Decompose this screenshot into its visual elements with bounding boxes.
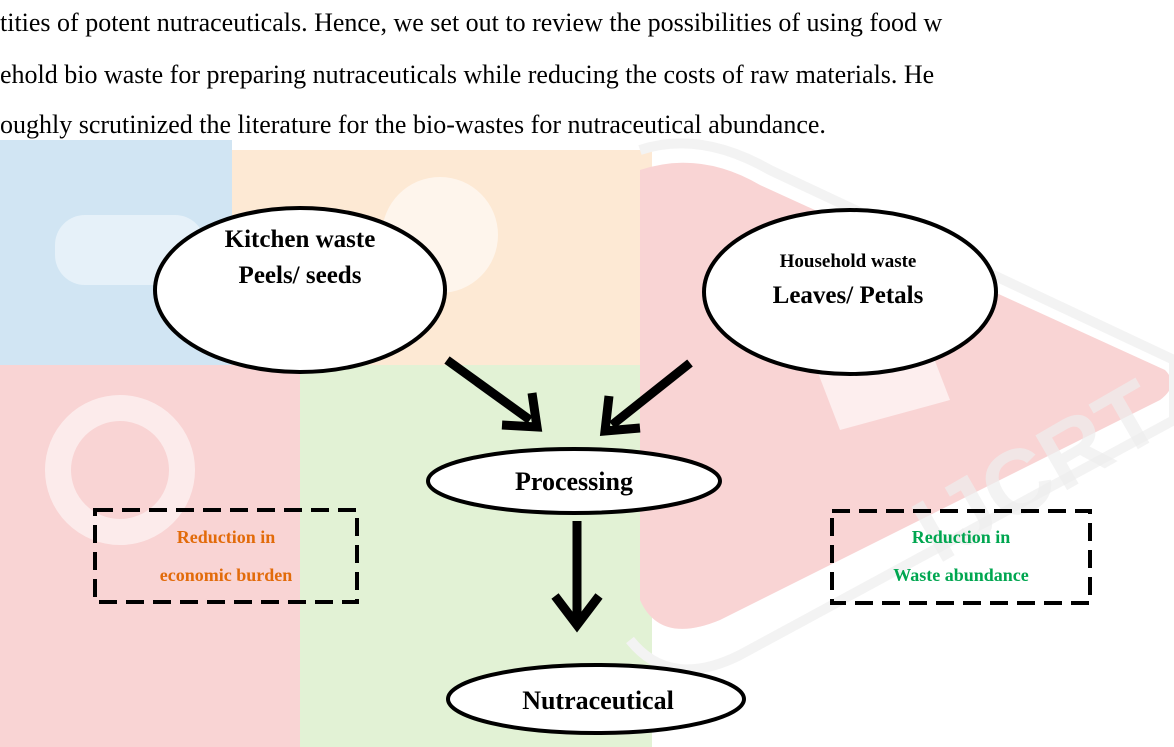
nutraceutical-node (446, 663, 746, 735)
arrow-kitchen-to-processing (444, 356, 543, 432)
reduction-right-line-2: Waste abundance (893, 565, 1029, 585)
paragraph-line-3: oughly scrutinized the literature for th… (0, 110, 826, 139)
arrow-processing-to-nutraceutical (551, 521, 603, 633)
nutraceutical-label: Nutraceutical (522, 686, 674, 715)
kitchen-waste-title: Kitchen waste (224, 226, 376, 253)
reduction-left-box (93, 508, 359, 604)
processing-label: Processing (515, 467, 633, 496)
household-waste-subtitle: Leaves/ Petals (772, 282, 924, 309)
watermark-red-block (0, 365, 300, 747)
paragraph-line-1: tities of potent nutraceuticals. Hence, … (0, 8, 943, 37)
reduction-left-line-2: economic burden (159, 565, 293, 585)
reduction-right-box (830, 509, 1092, 605)
household-waste-title: Household waste (779, 251, 917, 272)
arrow-household-to-processing (599, 359, 693, 436)
watermark-gear-icon (45, 395, 195, 545)
reduction-right-line-1: Reduction in (911, 527, 1011, 547)
reduction-left-line-1: Reduction in (176, 527, 276, 547)
watermark-outline (626, 138, 1174, 675)
household-waste-node (702, 208, 998, 376)
kitchen-waste-subtitle: Peels/ seeds (238, 262, 362, 289)
processing-node (426, 447, 722, 515)
paragraph-line-2: ehold bio waste for preparing nutraceuti… (0, 60, 935, 89)
kitchen-waste-node (153, 206, 447, 374)
